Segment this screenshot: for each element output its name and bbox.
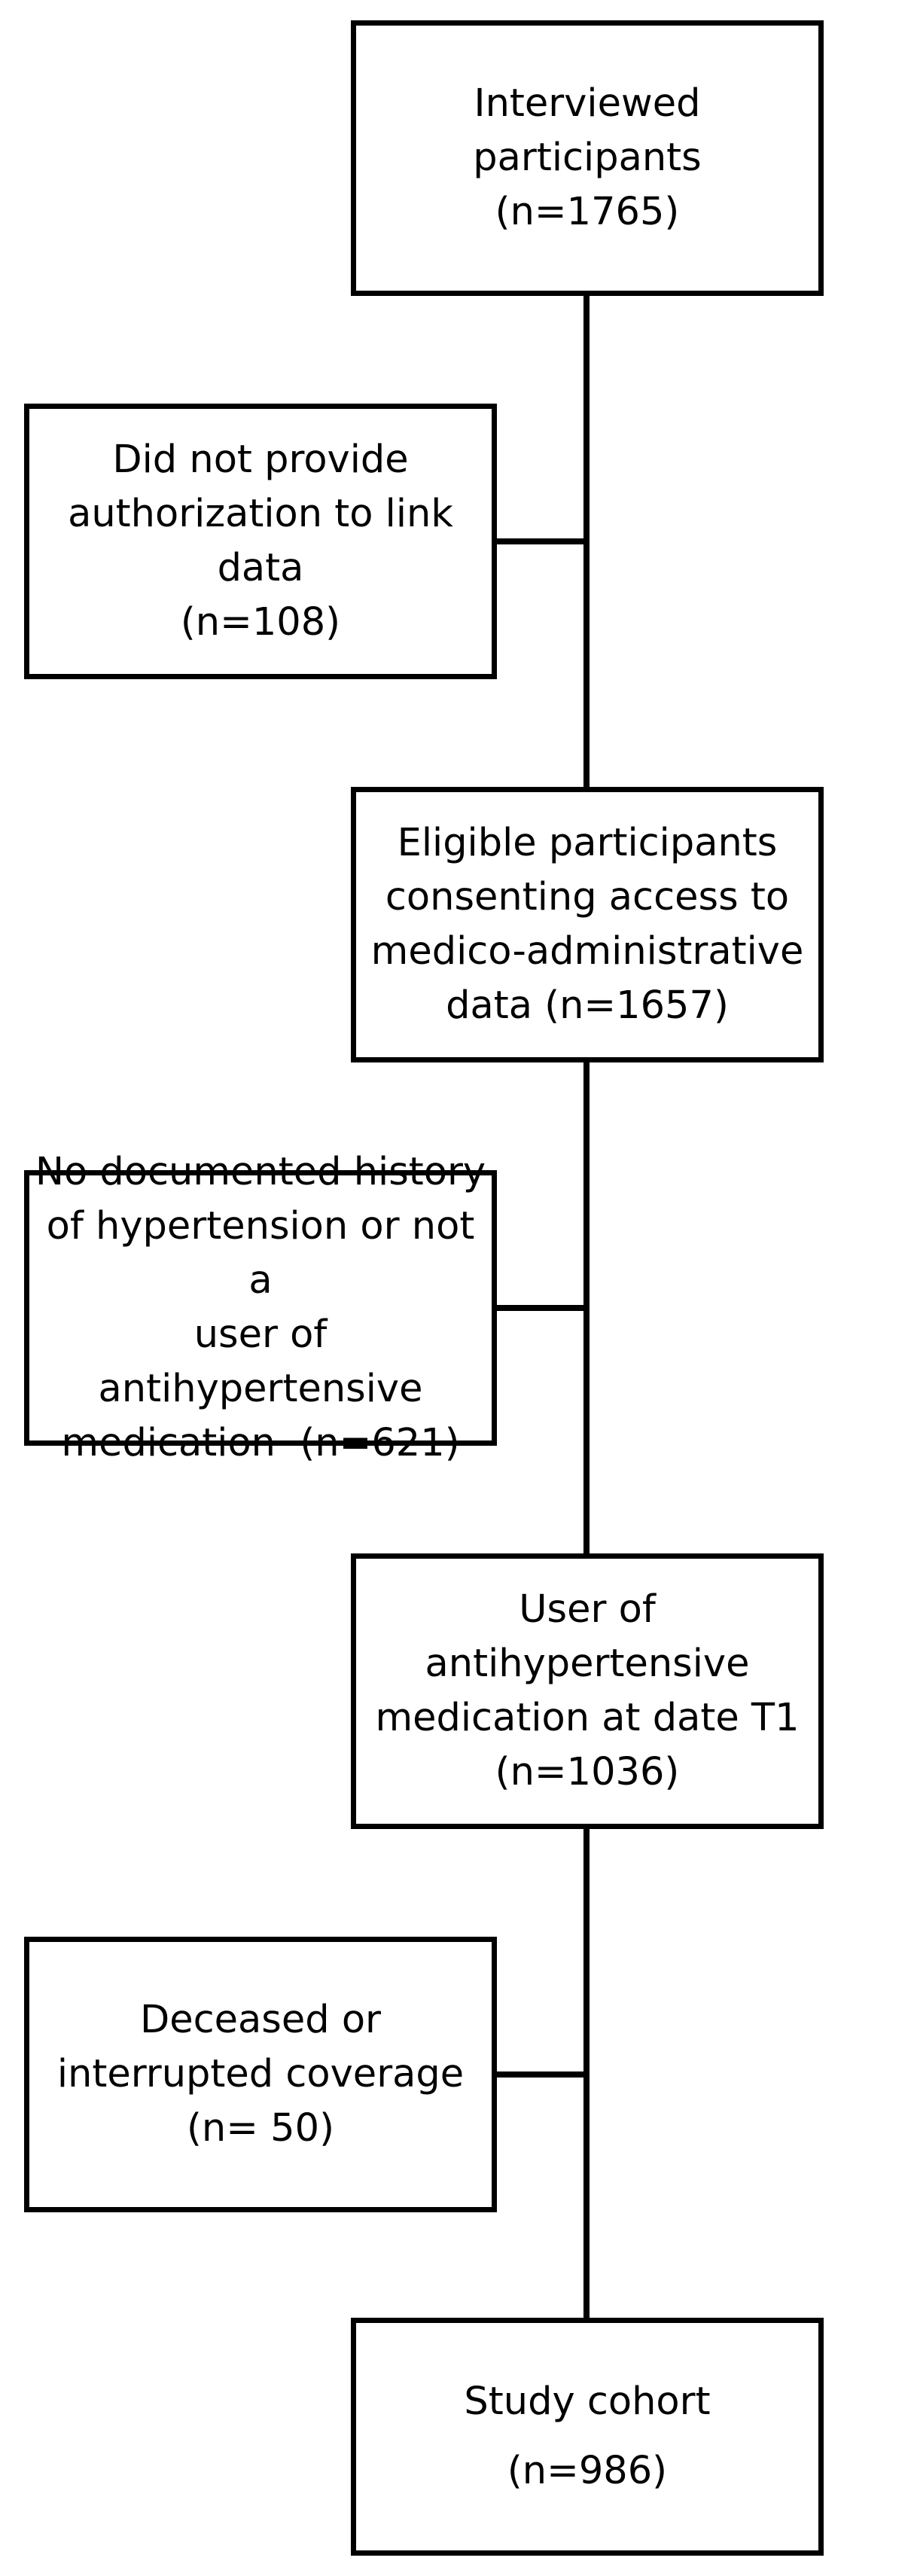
box-line: Eligible participants [397,821,778,865]
exclusion-branch-line [497,1305,590,1311]
box-label: Interviewed participants (n=1765) [356,77,818,239]
box-line: medico-administrative [370,929,804,974]
box-label: Eligible participants consenting access … [371,816,804,1033]
box-line: interrupted coverage [56,2052,465,2096]
box-line: medication (n=621) [61,1421,460,1465]
box-label: Study cohort (n=986) [464,2367,710,2506]
box-label: Did not provide authorization to link da… [29,433,492,650]
box-label: User of antihypertensive medication at d… [356,1583,818,1800]
box-line: No documented history [35,1150,486,1194]
box-line: of hypertension or not a [46,1204,475,1303]
box-label: Deceased or interrupted coverage (n= 50) [57,1993,464,2156]
box-line: data (n=1657) [446,983,729,1028]
box-no-hypertension-history: No documented history of hypertension or… [24,1150,497,1465]
box-line: authorization to link data [68,492,453,590]
box-label: No documented history of hypertension or… [29,1145,492,1471]
box-line: (n= 50) [187,2106,334,2151]
box-line: User of antihypertensive [425,1587,750,1686]
box-line: Study cohort [464,2379,711,2424]
box-line: medication at date T1 [375,1696,800,1740]
box-line: Interviewed participants [473,81,702,180]
box-deceased-or-interrupted: Deceased or interrupted coverage (n= 50) [24,1937,497,2212]
box-eligible-participants: Eligible participants consenting access … [351,787,824,1062]
box-line: (n=1036) [495,1750,680,1794]
box-line: (n=108) [180,600,341,645]
box-interviewed-participants: Interviewed participants (n=1765) [351,20,824,296]
box-line: consenting access to [385,875,790,919]
box-line: Did not provide [112,437,409,482]
box-no-authorization: Did not provide authorization to link da… [24,404,497,679]
box-line: (n=986) [507,2449,668,2493]
exclusion-branch-line [497,538,590,544]
box-line: (n=1765) [495,190,680,234]
box-line: Deceased or [139,1998,382,2042]
box-line: user of antihypertensive [98,1312,423,1411]
box-antihypertensive-users: User of antihypertensive medication at d… [351,1553,824,1829]
box-study-cohort: Study cohort (n=986) [351,2318,824,2556]
exclusion-branch-line [497,2071,590,2078]
